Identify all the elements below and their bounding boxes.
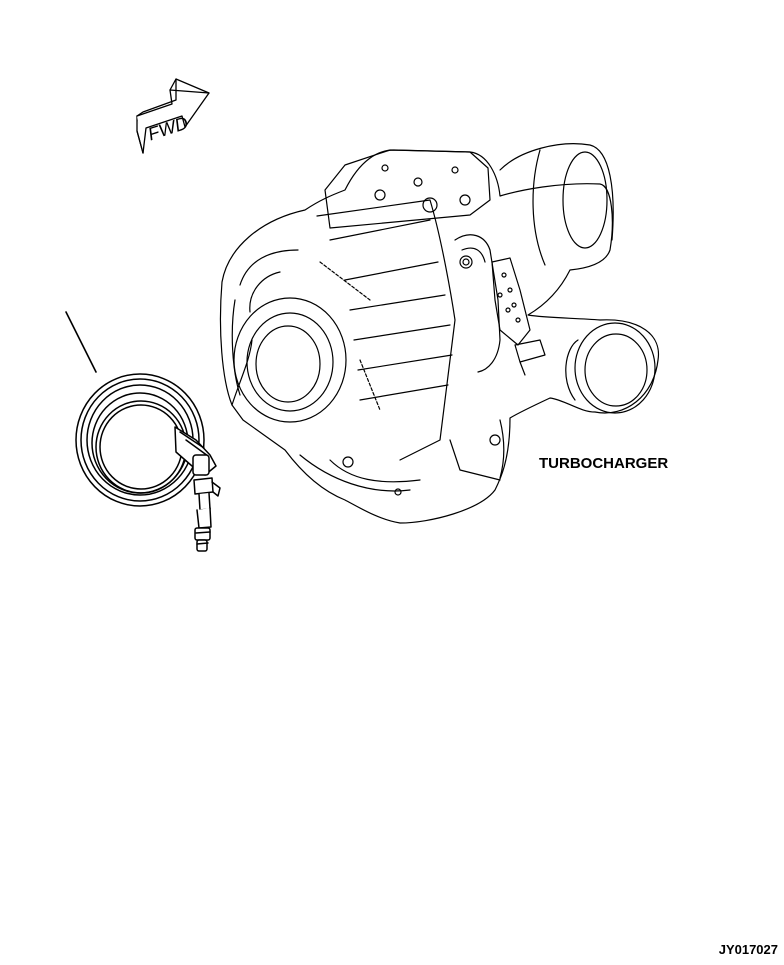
v-band-clamp: [75, 373, 221, 552]
leader-line: [65, 311, 97, 373]
fwd-arrow-icon: FWD: [136, 78, 210, 154]
turbocharger: [219, 143, 660, 524]
drawing-id: JY017027: [718, 942, 778, 957]
turbocharger-label: TURBOCHARGER: [539, 455, 669, 472]
